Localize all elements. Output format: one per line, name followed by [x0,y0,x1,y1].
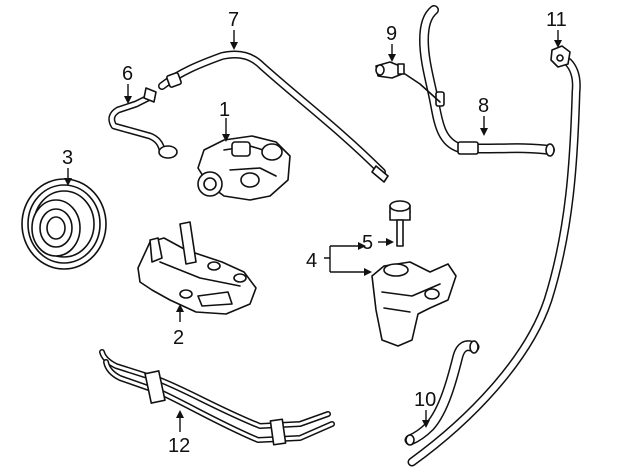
leader-3 [64,168,72,186]
callout-7: 7 [228,9,239,31]
callout-6: 6 [122,63,133,85]
leader-5 [378,238,394,246]
leader-1 [222,118,230,142]
callout-4: 4 [306,250,317,272]
callout-12: 12 [168,435,190,457]
leader-6 [124,84,132,104]
leader-10 [422,410,430,428]
leader-9 [388,44,396,62]
part-2-bracket [137,221,257,315]
part-8-supply-hose [404,5,555,157]
callout-9: 9 [386,23,397,45]
callout-11: 11 [546,9,567,31]
part-1-pump [197,135,291,201]
part-9-connector [375,61,405,79]
leader-2 [176,304,184,322]
callout-3: 3 [62,147,73,169]
callout-5: 5 [362,232,373,254]
part-11-return-hose [407,45,581,467]
callout-8: 8 [478,95,489,117]
part-3-pulley [21,178,107,270]
leader-7 [230,30,238,50]
leader-8 [480,116,488,136]
callout-2: 2 [173,327,184,349]
part-4-reservoir [371,261,457,347]
part-6-pipe [108,87,178,159]
leader-11 [554,30,562,48]
part-5-reservoir-cap [389,200,411,247]
part-7-pressure-line [158,50,389,183]
part-12-cooler-lines [99,349,335,446]
part-10-hose [404,340,480,446]
callout-10: 10 [414,389,436,411]
callout-1: 1 [219,99,230,121]
leader-4 [324,242,372,276]
leader-12 [176,410,184,432]
